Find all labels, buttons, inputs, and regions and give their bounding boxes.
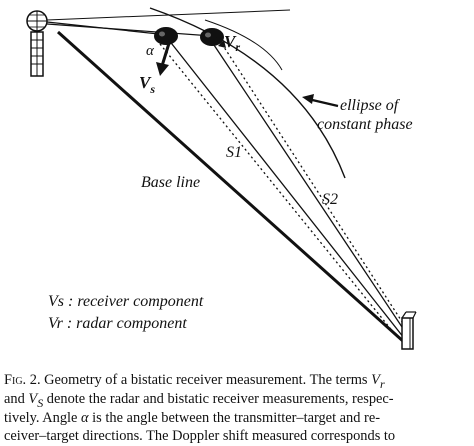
diagram-canvas: α Vs Vr ellipse of constant phase S1 S2 …: [26, 7, 417, 350]
base-line: [56, 30, 406, 344]
bistatic-geometry-diagram: α Vs Vr ellipse of constant phase S1 S2 …: [26, 7, 417, 350]
figure-caption: Fig. 2. Geometry of a bistatic receiver …: [4, 371, 474, 446]
vs-label: Vs: [139, 73, 155, 96]
s2-distance-line: [221, 43, 411, 335]
alpha-label: α: [146, 43, 155, 59]
ellipse-label-line1: ellipse of: [340, 97, 401, 114]
ellipse-label-line2: constant phase: [317, 116, 413, 133]
legend-receiver-component: Vs : receiver component: [48, 293, 204, 310]
target-2-icon: [200, 28, 224, 46]
vs-arrow: [156, 39, 172, 76]
caption-line-4: ceiver–target directions. The Doppler sh…: [4, 428, 396, 445]
s1-label: S1: [226, 144, 242, 161]
radar-tower-icon: [26, 10, 48, 77]
caption-line-1: Fig. 2. Geometry of a bistatic receiver …: [4, 372, 385, 391]
constant-phase-ellipse-outer: [149, 7, 346, 179]
radar-ray-2: [46, 23, 213, 37]
receiver-path-2: [211, 41, 409, 337]
vr-label: Vr: [224, 32, 240, 54]
caption-line-2: and VS denote the radar and bistatic rec…: [4, 390, 394, 410]
constant-phase-ellipse-inner: [204, 19, 283, 71]
legend-radar-component: Vr : radar component: [48, 315, 187, 332]
receiver-antenna-icon: [401, 311, 417, 350]
vr-arrow: [215, 37, 226, 48]
s1-distance-line: [159, 43, 399, 339]
caption-line-3: tively. Angle α is the angle between the…: [4, 409, 381, 426]
baseline-label: Base line: [141, 174, 200, 191]
s2-label: S2: [322, 191, 338, 208]
target-1-icon: [154, 27, 178, 45]
ellipse-pointer-arrow: [302, 94, 339, 108]
receiver-path-1: [167, 38, 405, 339]
